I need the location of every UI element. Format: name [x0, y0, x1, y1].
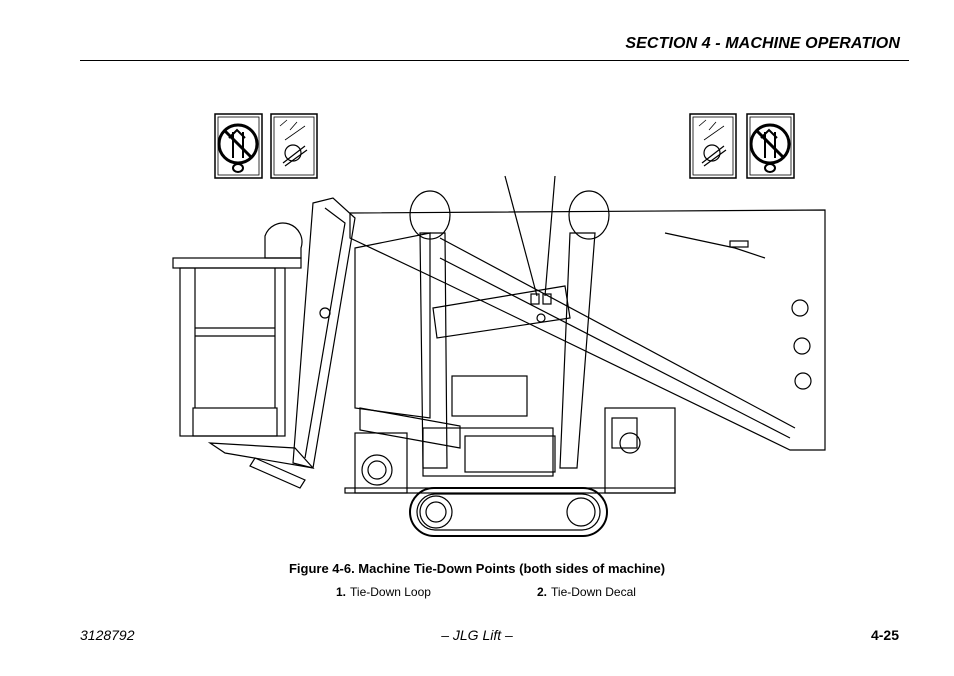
lift-masts	[409, 190, 610, 469]
tie-down-decal-left	[214, 113, 263, 179]
legend-item: 1.Tie-Down Loop	[336, 585, 431, 599]
crawler-track	[409, 487, 608, 537]
platform-basket	[172, 222, 303, 437]
legend-label: Tie-Down Loop	[350, 585, 431, 599]
legend-label: Tie-Down Decal	[551, 585, 636, 599]
section-title: SECTION 4 - MACHINE OPERATION	[625, 35, 900, 52]
tie-down-decal-right-2	[746, 113, 795, 179]
tie-down-loop	[536, 313, 546, 323]
turntable	[344, 232, 676, 494]
legend-item: 2.Tie-Down Decal	[537, 585, 636, 599]
main-boom	[349, 209, 826, 451]
tie-down-decal-left-2	[270, 113, 318, 179]
legend-number: 1.	[336, 585, 347, 599]
figure-caption: Figure 4-6. Machine Tie-Down Points (bot…	[288, 561, 666, 576]
legend-number: 2.	[537, 585, 548, 599]
tie-down-decal-right	[689, 113, 737, 179]
page-number: 4-25	[870, 627, 899, 643]
footer-brand: – JLG Lift –	[441, 627, 513, 643]
tie-down-decal-marker	[530, 293, 540, 305]
machine-tie-down-illustration	[172, 113, 826, 537]
jib-arm	[207, 197, 356, 489]
header-rule	[80, 60, 909, 61]
document-number: 3128792	[80, 627, 135, 643]
